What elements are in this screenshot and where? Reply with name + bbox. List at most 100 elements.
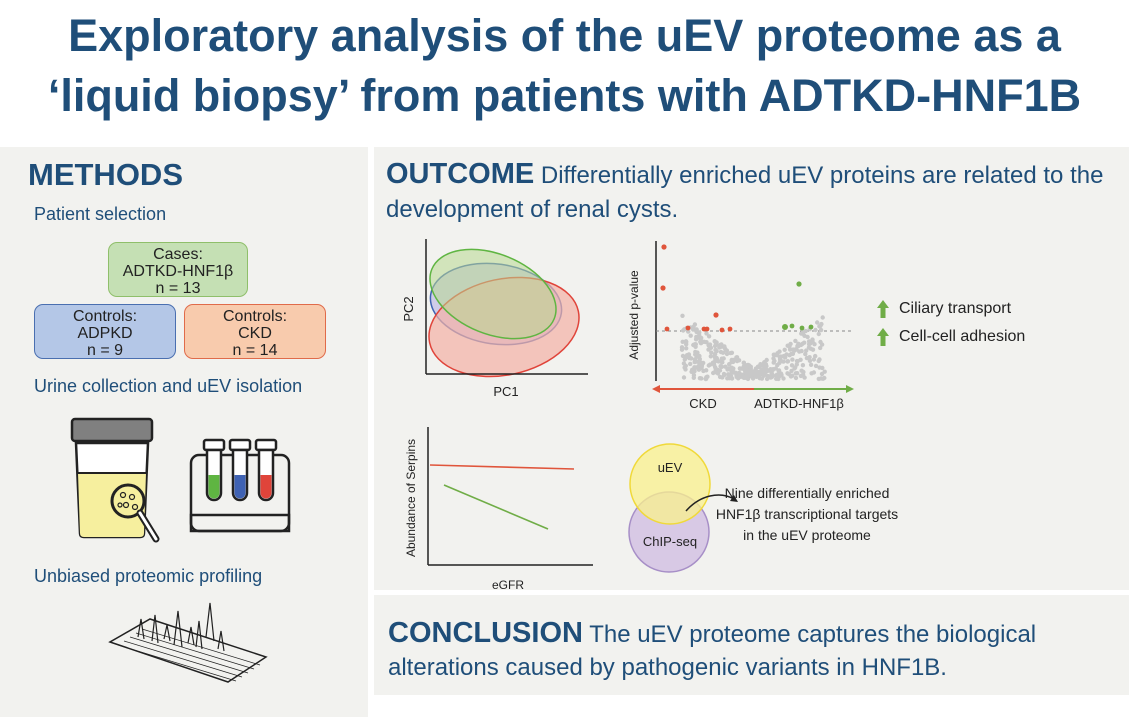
- volcano-point: [763, 364, 768, 370]
- volcano-point: [817, 324, 822, 329]
- volcano-point: [785, 359, 791, 364]
- volcano-point: [811, 370, 817, 375]
- mass-spectrum-icon: [108, 602, 268, 683]
- serpins-x-label: eGFR: [492, 578, 524, 592]
- volcano-right-label: ADTKD-HNF1β: [754, 396, 844, 411]
- volcano-point: [795, 371, 800, 376]
- volcano-point: [794, 358, 800, 364]
- volcano-point: [719, 364, 724, 369]
- volcano-plot: Adjusted p-value CKD ADTKD-HNF1β: [627, 241, 854, 411]
- adtkd-ellipse: [429, 248, 557, 340]
- conclusion-panel: CONCLUSION The uEV proteome captures the…: [374, 595, 1129, 695]
- up-arrow-icon: [877, 300, 889, 318]
- volcano-point: [791, 347, 796, 352]
- volcano-point: [686, 329, 691, 334]
- volcano-point: [699, 335, 704, 341]
- volcano-point: [807, 358, 813, 363]
- volcano-point: [679, 347, 685, 352]
- page-title: Exploratory analysis of the uEV proteome…: [0, 6, 1129, 126]
- volcano-point: [724, 348, 730, 353]
- volcano-point: [818, 345, 823, 351]
- volcano-point: [733, 370, 738, 375]
- significant-red-points: [660, 244, 733, 333]
- volcano-point: [811, 357, 817, 362]
- volcano-point: [703, 376, 709, 382]
- ckd-line-2: CKD: [238, 325, 272, 342]
- methods-heading: METHODS: [28, 157, 183, 192]
- volcano-point: [694, 327, 699, 332]
- urine-collection-label: Urine collection and uEV isolation: [34, 376, 303, 396]
- volcano-y-label: Adjusted p-value: [627, 270, 641, 360]
- volcano-point: [810, 347, 816, 352]
- volcano-point: [719, 359, 724, 365]
- volcano-point: [779, 373, 784, 378]
- volcano-point: [789, 368, 794, 374]
- volcano-point: [715, 371, 721, 376]
- volcano-point: [688, 361, 693, 367]
- volcano-point: [692, 342, 698, 347]
- urine-cup-icon: [70, 417, 160, 543]
- serpins-y-label: Abundance of Serpins: [404, 439, 418, 557]
- volcano-point: [713, 356, 718, 361]
- volcano-point: [745, 373, 751, 378]
- volcano-point: [816, 358, 821, 364]
- volcano-point: [772, 352, 777, 357]
- volcano-point: [704, 340, 709, 345]
- volcano-point: [790, 357, 795, 362]
- volcano-point: [771, 367, 776, 372]
- volcano-point: [734, 358, 740, 364]
- volcano-point: [816, 331, 821, 337]
- volcano-point: [763, 370, 768, 375]
- volcano-point: [729, 376, 735, 381]
- volcano-point: [697, 376, 703, 381]
- volcano-point: [721, 371, 727, 377]
- cases-line-2: ADTKD-HNF1β: [122, 263, 234, 280]
- volcano-point: [727, 362, 732, 367]
- adpkd-line-3: n = 9: [86, 342, 124, 359]
- venn-note-line-3: in the uEV proteome: [743, 527, 871, 543]
- volcano-point: [680, 339, 685, 344]
- serpins-plot: Abundance of Serpins eGFR: [404, 427, 593, 592]
- volcano-point: [790, 373, 795, 378]
- test-tube-rack-icon: [189, 438, 291, 533]
- ckd-trend-line: [429, 464, 575, 470]
- volcano-point: [750, 375, 755, 381]
- volcano-point: [746, 363, 751, 368]
- cases-line-3: n = 13: [155, 280, 201, 297]
- volcano-point: [761, 373, 766, 378]
- volcano-point: [754, 374, 759, 379]
- volcano-point: [800, 363, 806, 368]
- conclusion-description: The uEV proteome captures the biological…: [388, 621, 1037, 681]
- volcano-point: [741, 360, 746, 365]
- outcome-panel: OUTCOME Differentially enriched uEV prot…: [374, 147, 1129, 592]
- cases-line-1: Cases:: [153, 246, 203, 263]
- venn-diagram: uEV ChIP-seq Nine differentially enriche…: [628, 443, 898, 573]
- ckd-arrowhead: [652, 385, 660, 393]
- ckd-line-1: Controls:: [222, 308, 288, 325]
- volcano-point: [781, 359, 786, 364]
- volcano-point: [804, 355, 810, 361]
- volcano-point: [781, 376, 786, 381]
- pca-x-label: PC1: [493, 384, 518, 399]
- volcano-point: [798, 373, 804, 379]
- volcano-legend: Ciliary transport Cell-cell adhesion: [876, 295, 1025, 351]
- volcano-point: [731, 366, 736, 371]
- pca-plot: PC1 PC2: [401, 239, 588, 399]
- volcano-point: [729, 350, 735, 355]
- volcano-point: [688, 333, 693, 338]
- outcome-heading: OUTCOME: [386, 158, 535, 190]
- volcano-point: [806, 345, 812, 350]
- volcano-point: [813, 327, 818, 333]
- ckd-line-3: n = 14: [232, 342, 278, 359]
- significant-green-points: [782, 281, 814, 331]
- volcano-point: [693, 349, 698, 355]
- volcano-point: [713, 341, 719, 346]
- adtkd-trend-line: [443, 484, 549, 530]
- outcome-description: Differentially enriched uEV proteins are…: [386, 162, 1104, 223]
- volcano-point: [785, 343, 790, 348]
- volcano-point: [762, 360, 767, 365]
- volcano-point: [692, 322, 698, 327]
- venn-arrowhead: [730, 495, 738, 502]
- volcano-point: [793, 375, 799, 381]
- volcano-point: [784, 365, 789, 371]
